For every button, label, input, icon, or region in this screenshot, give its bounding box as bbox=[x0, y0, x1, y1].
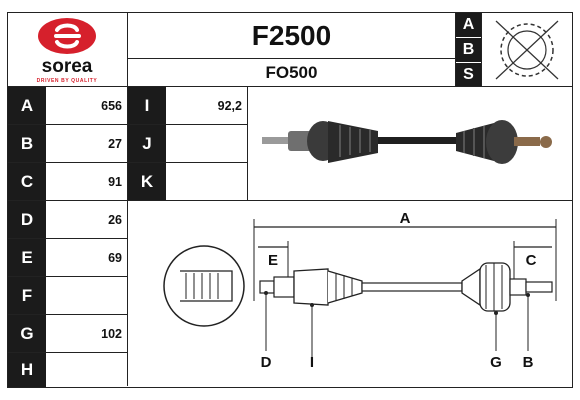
dim-key-a: A bbox=[8, 87, 46, 124]
abs-letter-b: B bbox=[456, 38, 481, 62]
product-code: F2500 bbox=[251, 20, 332, 51]
dim-value-h bbox=[46, 353, 127, 387]
col-divider bbox=[127, 12, 128, 386]
row-line bbox=[127, 200, 573, 201]
row-line bbox=[7, 276, 127, 277]
header-bottom-line bbox=[7, 86, 573, 87]
brand-tagline: DRIVEN BY QUALITY bbox=[37, 78, 98, 84]
product-photo bbox=[248, 87, 572, 199]
label-a: A bbox=[400, 210, 411, 227]
dim-key-i: I bbox=[128, 87, 166, 124]
label-g: G bbox=[490, 354, 502, 371]
dim-value-c: 91 bbox=[108, 174, 122, 189]
sorea-logo: sorea DRIVEN BY QUALITY bbox=[37, 18, 98, 84]
dim-value-j bbox=[166, 125, 247, 162]
dim-key-k: K bbox=[128, 163, 166, 200]
row-line bbox=[7, 352, 127, 353]
abs-letter-a: A bbox=[456, 13, 481, 37]
dim-value-b: 27 bbox=[108, 136, 122, 151]
col-divider bbox=[247, 86, 248, 200]
header-divider bbox=[481, 12, 482, 86]
row-line bbox=[7, 162, 247, 163]
spline-detail-inset bbox=[163, 245, 245, 327]
logo-area: sorea DRIVEN BY QUALITY bbox=[8, 13, 127, 86]
oe-reference: FO500 bbox=[265, 63, 318, 82]
dim-value-f bbox=[46, 277, 127, 314]
header-divider bbox=[455, 12, 456, 86]
label-d: D bbox=[261, 354, 272, 371]
dim-value-g: 102 bbox=[101, 326, 122, 341]
dim-key-j: J bbox=[128, 125, 166, 162]
label-b: B bbox=[523, 354, 534, 371]
abs-ring-crossed-icon bbox=[482, 13, 572, 86]
row-line bbox=[7, 314, 127, 315]
drive-shaft-photo bbox=[262, 120, 552, 164]
header-mid-line bbox=[127, 58, 455, 59]
dim-value-d: 26 bbox=[108, 212, 122, 227]
technical-diagram: A E C D I G B bbox=[128, 201, 572, 387]
dim-key-d: D bbox=[8, 201, 46, 238]
dim-key-c: C bbox=[8, 163, 46, 200]
dim-value-a: 656 bbox=[101, 98, 122, 113]
dim-value-i: 92,2 bbox=[217, 98, 242, 113]
row-line bbox=[7, 124, 247, 125]
dim-key-g: G bbox=[8, 315, 46, 352]
label-i: I bbox=[310, 354, 314, 371]
dim-key-f: F bbox=[8, 277, 46, 314]
brand-name: sorea bbox=[42, 56, 93, 77]
dim-key-h: H bbox=[8, 353, 46, 387]
dim-value-e: 69 bbox=[108, 250, 122, 265]
dim-value-k bbox=[166, 163, 247, 200]
dim-key-e: E bbox=[8, 239, 46, 276]
abs-letter-s: S bbox=[456, 63, 481, 86]
row-line bbox=[7, 238, 127, 239]
label-e: E bbox=[268, 252, 278, 269]
dim-key-b: B bbox=[8, 125, 46, 162]
label-c: C bbox=[526, 252, 537, 269]
